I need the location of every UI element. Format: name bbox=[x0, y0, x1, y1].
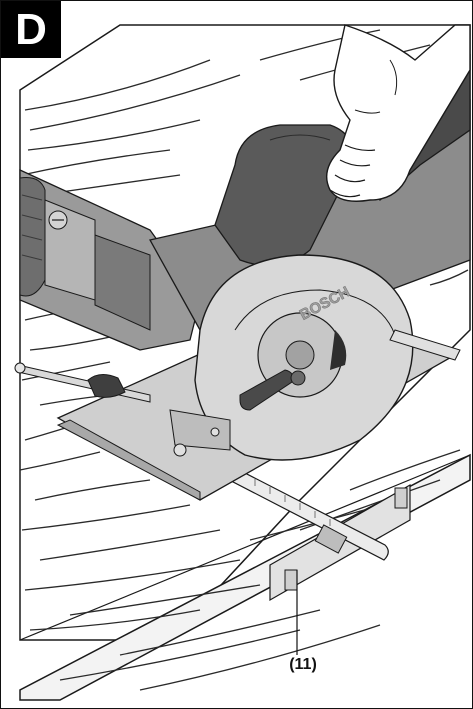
figure-label: D bbox=[15, 4, 47, 54]
callout-label-parallel-guide: (11) bbox=[289, 656, 317, 673]
depth-adjustment-lever bbox=[239, 369, 294, 411]
bevel-lock-knob bbox=[87, 374, 126, 398]
parallel-guide-arm bbox=[209, 454, 389, 561]
figure-label-box: D bbox=[1, 1, 61, 58]
operator-hand bbox=[326, 24, 471, 202]
